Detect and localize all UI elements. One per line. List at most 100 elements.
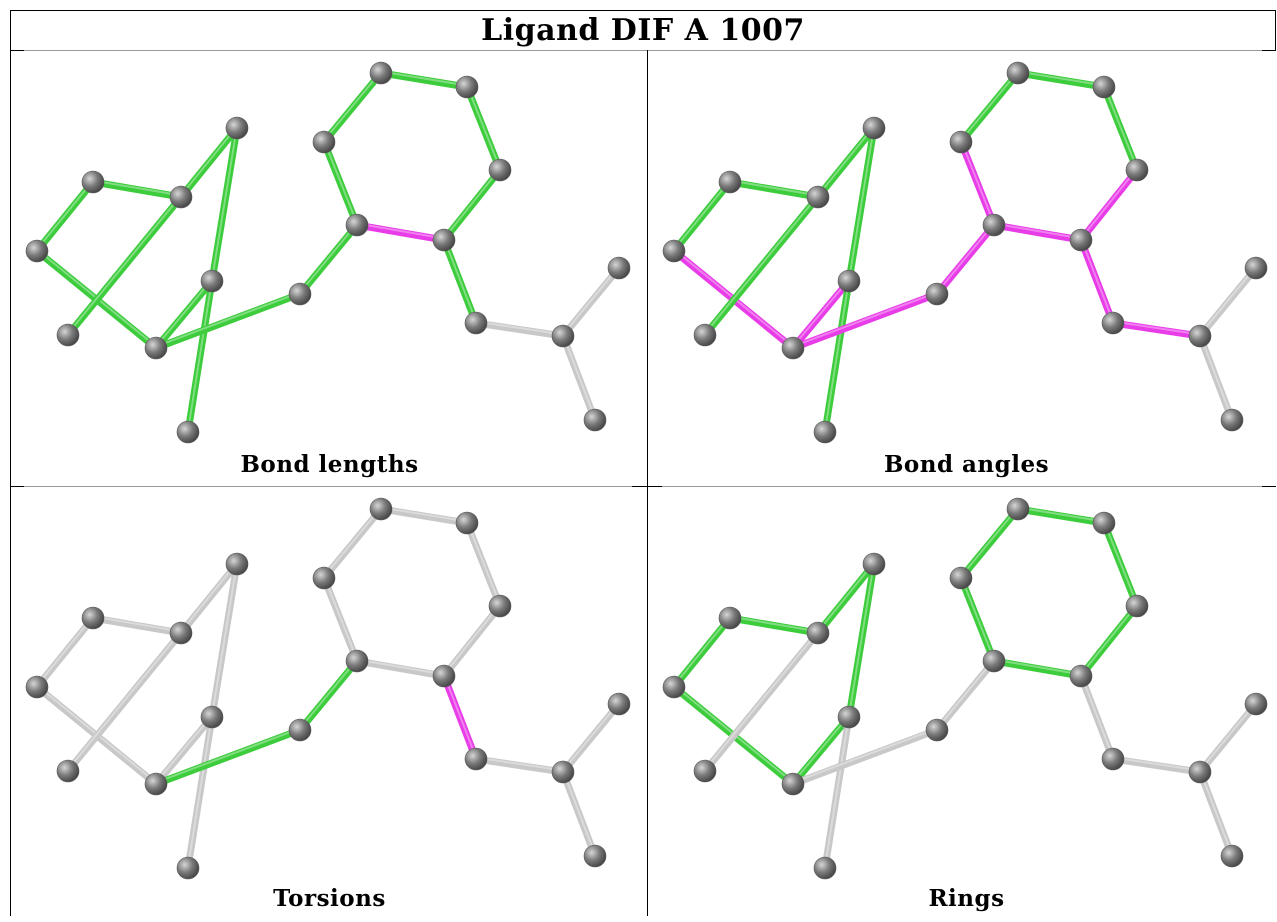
bond-highlight [356, 658, 445, 676]
bond-highlight [673, 179, 731, 251]
atom [806, 621, 830, 645]
bond-highlight [299, 222, 358, 294]
atom [551, 760, 575, 784]
bond-highlight [729, 615, 819, 633]
bond-grey [559, 264, 623, 340]
grid-line-left [10, 50, 11, 916]
bond-green [789, 713, 853, 788]
bond-grey [353, 657, 448, 680]
atom [200, 705, 224, 729]
bond-green [845, 560, 878, 721]
bond-green [1014, 69, 1108, 91]
atom [464, 747, 488, 771]
bond-grey [208, 560, 241, 721]
atom [1101, 311, 1125, 335]
bond-highlight [475, 320, 564, 336]
bond-green [296, 221, 361, 298]
atom [488, 158, 512, 182]
atom [1220, 844, 1244, 868]
atom [607, 256, 631, 280]
atom [1125, 158, 1149, 182]
panel-caption: Bond angles [883, 451, 1050, 478]
grid-tick [10, 486, 24, 487]
bond-highlight [187, 278, 213, 432]
bond-grey [559, 700, 623, 776]
bond-highlight [1112, 756, 1201, 772]
panel-caption: Torsions [273, 885, 386, 912]
bond-highlight [936, 658, 995, 730]
bond-grey [64, 629, 185, 775]
bond-highlight [960, 575, 995, 661]
bond-green [208, 124, 241, 285]
bond-grey [701, 629, 822, 775]
atom [369, 61, 393, 85]
bond-grey [789, 726, 941, 788]
atom [225, 552, 249, 576]
bond-highlight [1080, 237, 1114, 323]
bond-highlight [443, 603, 501, 676]
bond-highlight [960, 139, 995, 225]
atom [1188, 760, 1212, 784]
bond-green [845, 124, 878, 285]
atom [455, 75, 479, 99]
bond-green [814, 560, 878, 637]
panel-rings: Rings [648, 487, 1277, 922]
atom [369, 497, 393, 521]
atom [806, 185, 830, 209]
bond-green [296, 657, 361, 734]
bond-highlight [323, 506, 382, 578]
bond-highlight [443, 237, 477, 323]
atom [693, 759, 717, 783]
atom [718, 606, 742, 630]
bond-green [821, 277, 853, 436]
atom [583, 408, 607, 432]
atom [781, 336, 805, 360]
atom [1006, 497, 1030, 521]
atom [312, 130, 336, 154]
atom [862, 552, 886, 576]
bond-highlight [36, 615, 94, 687]
bond-grey [1196, 700, 1260, 776]
bond-highlight [848, 561, 875, 717]
bond-highlight [323, 70, 382, 142]
bond-highlight [187, 714, 213, 868]
bond-grey [933, 657, 998, 734]
bond-green [440, 166, 504, 244]
bond-highlight [155, 278, 213, 348]
bond-green [463, 83, 504, 174]
bond-green [320, 138, 361, 229]
atom [813, 856, 837, 880]
bond-grey [463, 519, 504, 610]
panel-torsions: Torsions [11, 487, 648, 922]
grid-tick [1262, 486, 1276, 487]
atom [1006, 61, 1030, 85]
bond-magenta [1109, 319, 1204, 340]
bond-green [1100, 83, 1141, 174]
molecule-diagram [25, 61, 631, 444]
atom [455, 511, 479, 535]
bond-magenta [353, 221, 448, 244]
bond-green [33, 178, 97, 255]
bond-grey [33, 614, 97, 691]
atom [25, 675, 49, 699]
bond-highlight [960, 70, 1019, 142]
bond-highlight [1199, 769, 1233, 856]
atom [200, 269, 224, 293]
bond-highlight [562, 265, 620, 336]
bond-highlight [475, 756, 564, 772]
atom [862, 116, 886, 140]
bond-green [64, 193, 185, 339]
bond-highlight [729, 179, 819, 197]
bond-highlight [1103, 520, 1138, 606]
bond-grey [1196, 332, 1236, 424]
bond-grey [559, 332, 599, 424]
bond-highlight [1199, 265, 1257, 336]
bond-green [670, 614, 734, 691]
bond-highlight [211, 561, 238, 717]
atom [169, 621, 193, 645]
bond-highlight [817, 125, 875, 197]
atom [718, 170, 742, 194]
bond-highlight [792, 714, 850, 784]
panel-bond-lengths: Bond lengths [11, 51, 648, 486]
bond-grey [472, 755, 567, 776]
